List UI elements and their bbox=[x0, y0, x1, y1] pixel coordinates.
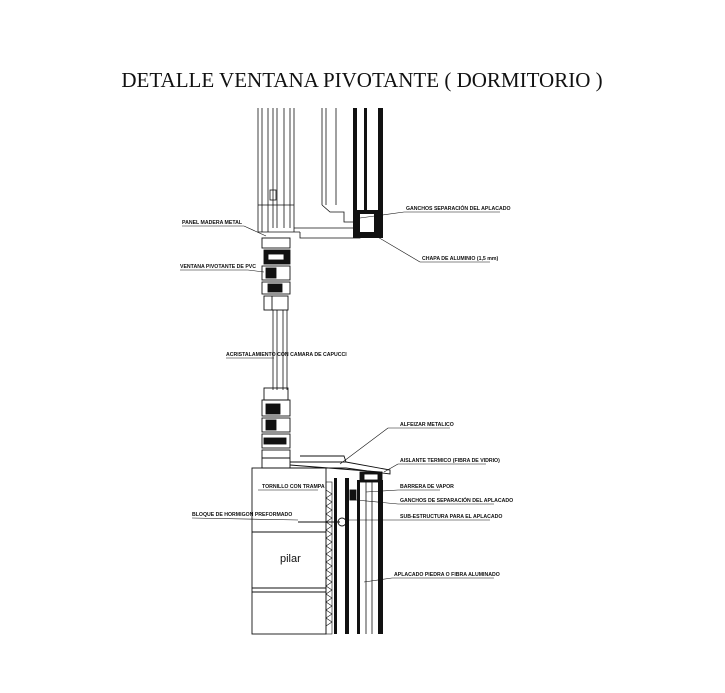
label-barrera-vapor: BARRERA DE VAPOR bbox=[400, 484, 454, 490]
screw-fixing bbox=[298, 489, 357, 527]
upper-frame bbox=[257, 108, 361, 239]
label-tornillo: TORNILLO CON TRAMPA bbox=[262, 484, 325, 490]
lower-facade-wall bbox=[334, 478, 383, 634]
upper-facade-wall bbox=[353, 108, 383, 238]
pvc-window-lower-profile bbox=[261, 387, 291, 469]
label-ventana-pvc: VENTANA PIVOTANTE DE PVC bbox=[180, 264, 256, 270]
label-bloque-hormigon: BLOQUE DE HORMIGON PREFORMADO bbox=[192, 512, 292, 518]
label-alfeizar: ALFEIZAR METALICO bbox=[400, 422, 454, 428]
label-aplacado: APLACADO PIEDRA O FIBRA ALUMINADO bbox=[394, 572, 500, 578]
label-chapa-aluminio: CHAPA DE ALUMINIO (1,5 mm) bbox=[422, 256, 498, 262]
insulation-layer bbox=[325, 481, 333, 635]
drawing-title: DETALLE VENTANA PIVOTANTE ( DORMITORIO ) bbox=[121, 68, 602, 92]
label-acristalamiento: ACRISTALAMIENTO CON CAMARA DE CAPUCCI bbox=[226, 352, 347, 358]
pillar-label: pilar bbox=[280, 553, 301, 565]
label-ganchos-superior: GANCHOS SEPARACIÓN DEL APLACADO bbox=[406, 204, 511, 212]
glazing bbox=[272, 310, 288, 390]
sill bbox=[289, 455, 391, 483]
pvc-window-upper-profile bbox=[261, 237, 291, 311]
label-ganchos-inferior: GANCHOS DE SEPARACIÓN DEL APLACADO bbox=[400, 496, 513, 504]
label-aislante-termico: AISLANTE TERMICO (FIBRA DE VIDRIO) bbox=[400, 458, 500, 464]
leader-lines bbox=[180, 211, 500, 583]
pillar-block bbox=[251, 467, 327, 635]
label-panel-madera: PANEL MADERA METAL bbox=[182, 220, 243, 226]
label-subestructura: SUB-ESTRUCTURA PARA EL APLACADO bbox=[400, 514, 502, 520]
